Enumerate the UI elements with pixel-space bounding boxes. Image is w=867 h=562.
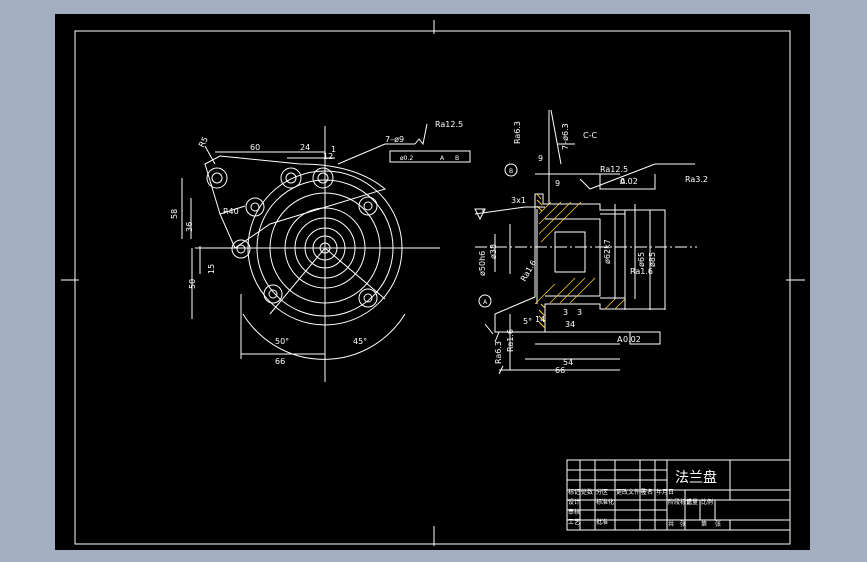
front-dim-label: 66: [275, 357, 285, 366]
front-view: [181, 123, 471, 382]
front-dim-label: 58: [170, 209, 179, 219]
section-dim-label: Ra3.2: [685, 175, 708, 184]
front-dim-label: 12: [323, 152, 333, 161]
section-dim-label: 66: [555, 366, 565, 375]
section-dim-label: 3: [563, 308, 568, 317]
section-dim-label: 9: [555, 179, 560, 188]
section-dim-label: 14: [535, 315, 545, 324]
title-block-cell: 工艺: [568, 518, 580, 526]
front-dim-label: 45°: [353, 337, 367, 346]
front-dim-label: 50: [188, 279, 197, 289]
datum-b-label: B: [509, 168, 513, 175]
title-block-cell: 标记: [568, 488, 580, 496]
title-block-cell: 批准: [596, 518, 608, 526]
section-dim-label: ø62k7: [603, 239, 612, 264]
title-block-cell: 更改文件号: [616, 488, 646, 496]
section-dim-label: ø65: [637, 252, 646, 267]
title-block-cell: 张: [680, 520, 686, 528]
section-dim-label: Ra12.5: [600, 165, 628, 174]
front-dim-label: 60: [250, 143, 260, 152]
section-dim-label: 54: [563, 358, 573, 367]
section-dim-label: ø38: [489, 244, 498, 259]
section-dim-label: 34: [565, 320, 575, 329]
title-block-cell: 设计: [568, 498, 580, 506]
datum-a-label: A: [483, 299, 488, 306]
front-dim-label: Ra12.5: [435, 120, 463, 129]
section-dim-label: A: [620, 177, 626, 186]
front-dim-label: R5: [197, 135, 210, 149]
section-dim-label: ø50h6: [478, 251, 487, 276]
title-block-cell: 签名: [641, 488, 653, 496]
section-dim-label: Ra6.3: [494, 341, 503, 364]
title-block-cell: 标准化: [596, 498, 614, 506]
tolerance-label: A: [440, 155, 445, 162]
title-block-cell: 年月日: [656, 488, 674, 496]
title-block-cell: 共: [668, 520, 674, 528]
front-dim-label: 15: [207, 264, 216, 274]
front-dim-label: 50°: [275, 337, 289, 346]
front-dim-label: 36: [185, 222, 194, 232]
section-dim-label: 9: [538, 154, 543, 163]
title-block-cell: 分区: [596, 488, 608, 496]
title-block: [566, 459, 791, 531]
title-block-cell: 阶段标记: [668, 498, 692, 506]
section-label: C-C: [583, 131, 597, 140]
section-dim-label: 0.02: [623, 335, 641, 344]
title-block-cell: 张: [715, 520, 721, 528]
front-dim-label: R40: [223, 207, 239, 216]
section-dim-label: 0.02: [620, 177, 638, 186]
front-dim-label: 1: [331, 145, 336, 154]
inner-border: [74, 30, 791, 545]
front-dim-label: 24: [300, 143, 310, 152]
section-dim-label: A: [617, 335, 623, 344]
section-dim-label: Ra1.6: [506, 329, 515, 352]
section-dim-label: 3: [577, 308, 582, 317]
hole-callout-label: 7–ø9: [385, 135, 404, 144]
section-dim-label: 5°: [523, 317, 532, 326]
section-view: [474, 109, 697, 375]
tolerance-label: B: [455, 155, 459, 162]
title-block-cell: 比例: [701, 498, 713, 506]
section-dim-label: ø85: [648, 252, 657, 267]
section-dim-label: 7–ø6.3: [561, 123, 570, 150]
title-block-cell: 第: [701, 520, 707, 528]
tolerance-label: ø0.2: [400, 155, 413, 162]
part-name-title: 法兰盘: [675, 469, 717, 486]
section-dim-label: 3x1: [511, 196, 526, 205]
section-dim-label: Ra1.6: [630, 267, 653, 276]
section-dim-label: Ra6.3: [513, 121, 522, 144]
title-block-cell: 审核: [568, 508, 580, 516]
title-block-cell: 重量: [686, 498, 698, 506]
title-block-cell: 处数: [581, 488, 593, 496]
